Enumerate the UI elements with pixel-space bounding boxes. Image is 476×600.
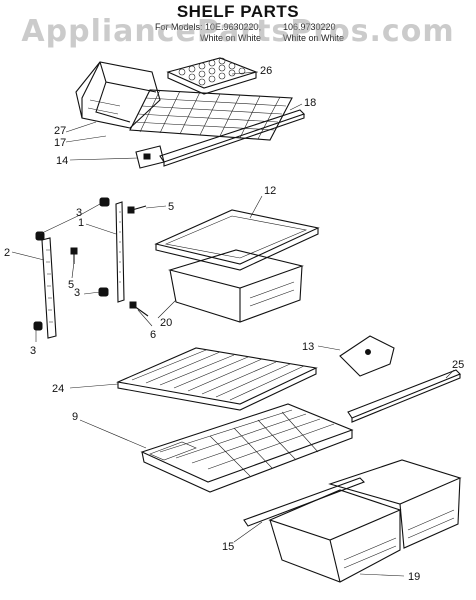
- shelf-bracket-part: [135, 145, 165, 169]
- callout-2: 2: [4, 247, 10, 259]
- control-knob-part: [339, 335, 395, 377]
- ladder-rail-right-part: [115, 201, 125, 303]
- callout-15: 15: [222, 541, 234, 553]
- callout-27: 27: [54, 125, 66, 137]
- egg-tray-part: [166, 57, 258, 95]
- model-line-1: For Models: 10E.9630220,: [155, 22, 262, 32]
- callout-9: 9: [72, 411, 78, 423]
- shelf-trim-rail-part: [159, 109, 306, 167]
- callout-19: 19: [408, 571, 420, 583]
- callout-labels: 26 18 27 17 14 3 5 1 12 2 5 3 20 6 3 13 …: [4, 65, 464, 583]
- callout-20: 20: [160, 317, 172, 329]
- ladder-rail-left-part: [41, 237, 57, 339]
- callout-3c: 3: [30, 345, 36, 357]
- callout-3b: 3: [74, 287, 80, 299]
- glass-shelf-part: [154, 209, 320, 271]
- callout-26: 26: [260, 65, 272, 77]
- meat-drawer-part: [167, 249, 304, 323]
- callout-24: 24: [52, 383, 64, 395]
- callout-14: 14: [56, 155, 68, 167]
- clips-and-screws-part: [33, 197, 149, 331]
- model-line-2b: White on White: [283, 33, 345, 43]
- callout-25: 25: [452, 359, 464, 371]
- front-rail-part: [243, 477, 365, 527]
- callout-5b: 5: [68, 279, 74, 291]
- model-line-2: White on White: [200, 33, 262, 43]
- callout-12: 12: [264, 185, 276, 197]
- crisper-drawers-part: [268, 459, 462, 583]
- top-wire-shelf-part: [129, 89, 293, 141]
- callout-1: 1: [78, 217, 84, 229]
- callout-13: 13: [302, 341, 314, 353]
- model-line-1b: 106.9730220: [283, 22, 336, 32]
- leader-lines: [11, 71, 455, 577]
- wire-shelf-part: [116, 347, 318, 411]
- callout-6: 6: [150, 329, 156, 341]
- callout-17: 17: [54, 137, 66, 149]
- callout-5a: 5: [168, 201, 174, 213]
- crisper-cover-part: [140, 403, 354, 493]
- callout-18: 18: [304, 97, 316, 109]
- crisper-rail-part: [347, 369, 461, 423]
- diagram-title: SHELF PARTS: [176, 2, 300, 21]
- callout-3a: 3: [76, 207, 82, 219]
- watermark-text: AppliancePartsPros.com: [21, 14, 455, 49]
- utility-bin-part: [75, 61, 161, 129]
